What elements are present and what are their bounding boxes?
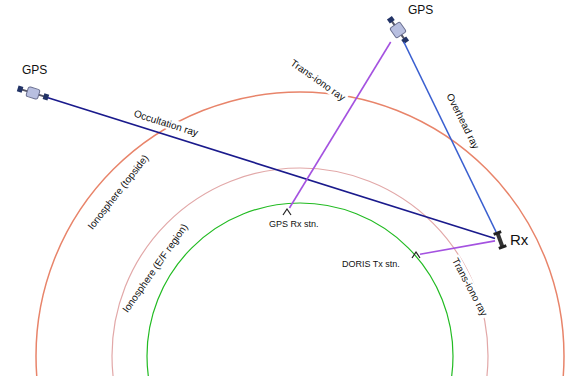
ray-line <box>420 241 495 254</box>
region-label: Ionosphere (topside) <box>84 151 152 233</box>
earth-surface <box>147 203 453 376</box>
satellite-node: GPS <box>18 86 48 100</box>
topside-shell <box>36 92 564 376</box>
region-label: Ionosphere (E/F region) <box>119 220 191 316</box>
node-label: Rx <box>510 232 528 249</box>
ray-label: Trans-iono ray <box>449 254 491 319</box>
node-label: GPS <box>22 64 47 77</box>
node-label: GPS <box>408 4 433 17</box>
station-node: GPS Rx stn. <box>283 208 291 216</box>
ef-region-shell <box>112 168 488 376</box>
station-marker <box>412 252 420 258</box>
node-label: DORIS Tx stn. <box>342 260 400 270</box>
satellite-icon <box>16 84 50 103</box>
satellite-node: GPS <box>386 18 410 42</box>
ray-label: Overhead ray <box>444 90 483 153</box>
station-node: DORIS Tx stn. <box>412 251 420 259</box>
receiver-icon <box>493 230 507 250</box>
station-marker <box>283 209 291 215</box>
satellite-icon <box>384 14 411 45</box>
ray-label: Trans-iono ray <box>287 56 349 104</box>
node-label: GPS Rx stn. <box>269 220 319 230</box>
ray-line <box>48 98 495 239</box>
receiver-node: Rx <box>495 232 505 248</box>
ray-line <box>404 42 496 232</box>
